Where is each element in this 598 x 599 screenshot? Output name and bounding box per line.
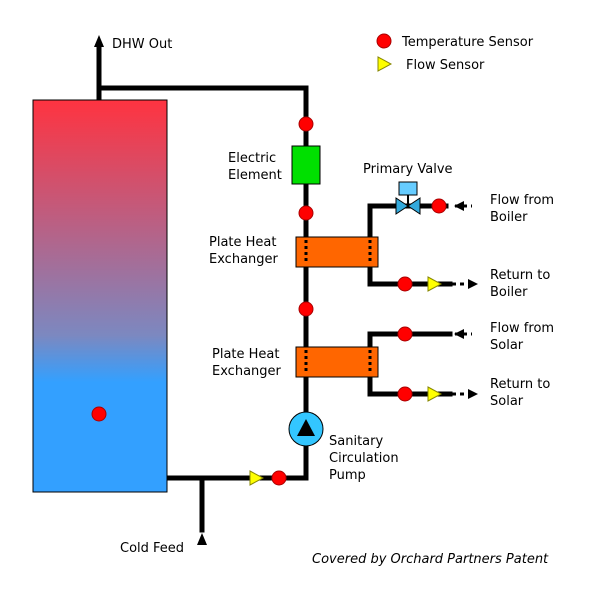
- temperature-sensors: [271, 116, 447, 486]
- pump-label-line3: Pump: [329, 468, 366, 483]
- plate-heat-exchanger-bottom: [295, 346, 379, 378]
- return-to-boiler-label-line2: Boiler: [490, 285, 528, 300]
- temperature-sensor-icon: [431, 198, 447, 214]
- phe-bottom-label-line2: Exchanger: [212, 364, 282, 379]
- temperature-sensor-icon: [397, 326, 413, 342]
- pump-label-line1: Sanitary: [329, 434, 383, 449]
- cold-feed-arrow-icon: [197, 533, 207, 545]
- electric-element: [291, 145, 321, 185]
- tank-temperature-sensor-icon: [91, 406, 107, 422]
- flow-sensor-icon: [427, 276, 443, 292]
- dhw-out-arrow-icon: [94, 35, 104, 47]
- storage-tank: [32, 99, 168, 493]
- patent-notice: Covered by Orchard Partners Patent: [312, 552, 549, 567]
- temperature-sensor-icon: [298, 205, 314, 221]
- flow-from-boiler-label-line2: Boiler: [490, 210, 528, 225]
- temperature-sensor-icon: [271, 470, 287, 486]
- temperature-sensor-icon: [298, 301, 314, 317]
- arrows: [94, 35, 478, 545]
- temperature-sensor-icon: [298, 116, 314, 132]
- plate-heat-exchanger-top: [295, 236, 379, 268]
- solar-flow-pipe: [367, 331, 453, 353]
- electric-element-label-line1: Electric: [228, 151, 276, 166]
- boiler-flow-pipe: [367, 203, 449, 243]
- legend-temperature-sensor-label: Temperature Sensor: [401, 35, 534, 50]
- return-to-solar-label-line1: Return to: [490, 377, 550, 392]
- solar-return-pipe: [367, 371, 453, 397]
- return-to-solar-arrow-icon: [468, 389, 478, 399]
- flow-from-solar-arrow-icon: [454, 329, 464, 339]
- primary-valve-label: Primary Valve: [363, 162, 453, 177]
- legend-flow-sensor-icon: [377, 56, 393, 72]
- phe-top-label-line1: Plate Heat: [209, 235, 276, 250]
- return-to-boiler-label-line1: Return to: [490, 268, 550, 283]
- legend: Temperature Sensor Flow Sensor: [376, 33, 534, 73]
- temperature-sensor-icon: [397, 276, 413, 292]
- return-to-solar-label-line2: Solar: [490, 394, 524, 409]
- temperature-sensor-icon: [397, 386, 413, 402]
- labels: DHW Out Cold Feed Electric Element Prima…: [112, 37, 554, 567]
- boiler-return-pipe: [367, 259, 453, 287]
- flow-from-solar-label-line2: Solar: [490, 338, 524, 353]
- return-bottom-pipe: [165, 443, 309, 481]
- cold-feed-label: Cold Feed: [120, 541, 184, 556]
- pipes: [96, 42, 453, 533]
- flow-from-boiler-arrow-icon: [454, 201, 464, 211]
- legend-temperature-sensor-icon: [376, 33, 392, 49]
- phe-bottom-label-line1: Plate Heat: [212, 347, 279, 362]
- flow-sensor-icon: [427, 386, 443, 402]
- flow-sensors: [249, 276, 443, 486]
- flow-sensor-icon: [249, 470, 265, 486]
- dashed-leads: [452, 204, 472, 396]
- main-top-pipe: [96, 85, 309, 243]
- flow-from-solar-label-line1: Flow from: [490, 321, 554, 336]
- dhw-out-label: DHW Out: [112, 37, 172, 52]
- circulation-pump-icon: [288, 411, 324, 447]
- phe-top-label-line2: Exchanger: [209, 252, 279, 267]
- primary-valve-icon: [395, 181, 421, 215]
- flow-from-boiler-label-line1: Flow from: [490, 193, 554, 208]
- pump-label-line2: Circulation: [329, 451, 399, 466]
- return-to-boiler-arrow-icon: [468, 279, 478, 289]
- legend-flow-sensor-label: Flow Sensor: [406, 58, 485, 73]
- electric-element-label-line2: Element: [228, 168, 282, 183]
